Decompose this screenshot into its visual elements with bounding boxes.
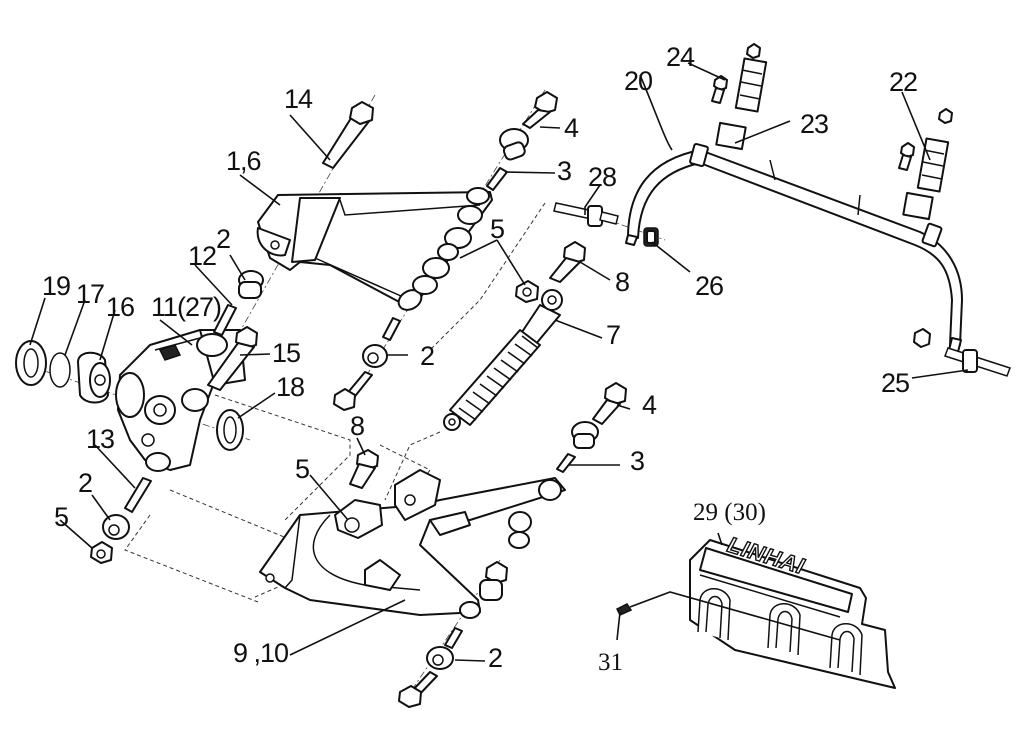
callout-17: 17 bbox=[76, 279, 104, 309]
stabilizer-bar bbox=[625, 142, 963, 353]
callout-20: 20 bbox=[624, 66, 652, 96]
bolt-8-upper bbox=[549, 241, 586, 283]
hub-parts bbox=[15, 340, 244, 451]
callout-22: 22 bbox=[889, 67, 917, 97]
lower-left-fasteners bbox=[90, 477, 152, 564]
callout-2-lower: 2 bbox=[488, 643, 502, 673]
guide-shock-upper bbox=[384, 431, 441, 501]
callout-labels: 14 1,6 2 12 11(27) 19 17 16 15 18 13 2 5… bbox=[42, 42, 918, 676]
callout-15: 15 bbox=[272, 338, 300, 368]
callout-29-30: 29 (30) bbox=[693, 499, 766, 526]
callout-7: 7 bbox=[606, 320, 620, 350]
upper-right-fasteners bbox=[486, 91, 558, 191]
a-arm-guard: LINHAI bbox=[689, 531, 896, 689]
callout-4-lower: 4 bbox=[642, 390, 657, 420]
bracket-23 bbox=[715, 43, 768, 151]
callout-5-lower: 5 bbox=[295, 454, 309, 484]
callout-1-6: 1,6 bbox=[226, 146, 261, 176]
callout-3-lower: 3 bbox=[630, 446, 644, 476]
callout-2-upper: 2 bbox=[216, 224, 230, 254]
pin-12-and-bushing bbox=[213, 270, 264, 336]
callout-26: 26 bbox=[695, 271, 723, 301]
link-rod-28 bbox=[553, 202, 619, 227]
bolt-8-lower bbox=[349, 449, 379, 489]
lower-right-fasteners bbox=[556, 382, 627, 473]
callout-5-upper: 5 bbox=[490, 214, 504, 244]
link-rod-25 bbox=[913, 328, 1011, 377]
callout-13: 13 bbox=[86, 424, 114, 454]
callout-4-upper: 4 bbox=[564, 113, 579, 143]
nut-5-upper bbox=[515, 280, 539, 303]
callout-12: 12 bbox=[188, 241, 216, 271]
callout-18: 18 bbox=[276, 372, 304, 402]
lower-a-arm bbox=[259, 469, 566, 616]
callout-28: 28 bbox=[588, 162, 616, 192]
callout-16: 16 bbox=[106, 292, 134, 322]
leader-lines bbox=[29, 62, 969, 662]
callout-25: 25 bbox=[881, 368, 909, 398]
callout-8-lower: 8 bbox=[350, 411, 364, 441]
shock-absorber bbox=[443, 289, 563, 431]
callout-31: 31 bbox=[598, 649, 623, 676]
callout-11-27: 11(27) bbox=[151, 292, 221, 322]
callout-9-10: 9 ,10 bbox=[233, 638, 288, 668]
callout-3-upper: 3 bbox=[557, 156, 571, 186]
lower-pivot-stack bbox=[459, 479, 562, 619]
mid-fasteners bbox=[333, 317, 401, 411]
guard-ribs bbox=[697, 588, 863, 676]
guide-stabilizer bbox=[429, 202, 546, 351]
steering-knuckle bbox=[115, 329, 246, 472]
bottom-fasteners bbox=[398, 627, 463, 708]
guide-knuckle-upper bbox=[214, 394, 351, 521]
upper-pivot-stack bbox=[412, 187, 490, 295]
callout-5-left: 5 bbox=[54, 502, 68, 532]
callout-8-upper: 8 bbox=[615, 267, 629, 297]
circlip-17 bbox=[49, 352, 71, 388]
shock-spring bbox=[449, 329, 541, 426]
bolt-14 bbox=[322, 101, 374, 169]
axis-lower-pivot bbox=[404, 559, 501, 701]
callout-2-mid: 2 bbox=[420, 341, 434, 371]
callout-24: 24 bbox=[666, 42, 695, 72]
nut-26 bbox=[643, 227, 659, 247]
callout-19: 19 bbox=[42, 271, 70, 301]
callout-2-left: 2 bbox=[78, 468, 92, 498]
callout-14: 14 bbox=[284, 84, 313, 114]
guide-lower-left bbox=[124, 514, 259, 603]
callout-23: 23 bbox=[800, 109, 828, 139]
bracket-22 bbox=[902, 108, 953, 221]
